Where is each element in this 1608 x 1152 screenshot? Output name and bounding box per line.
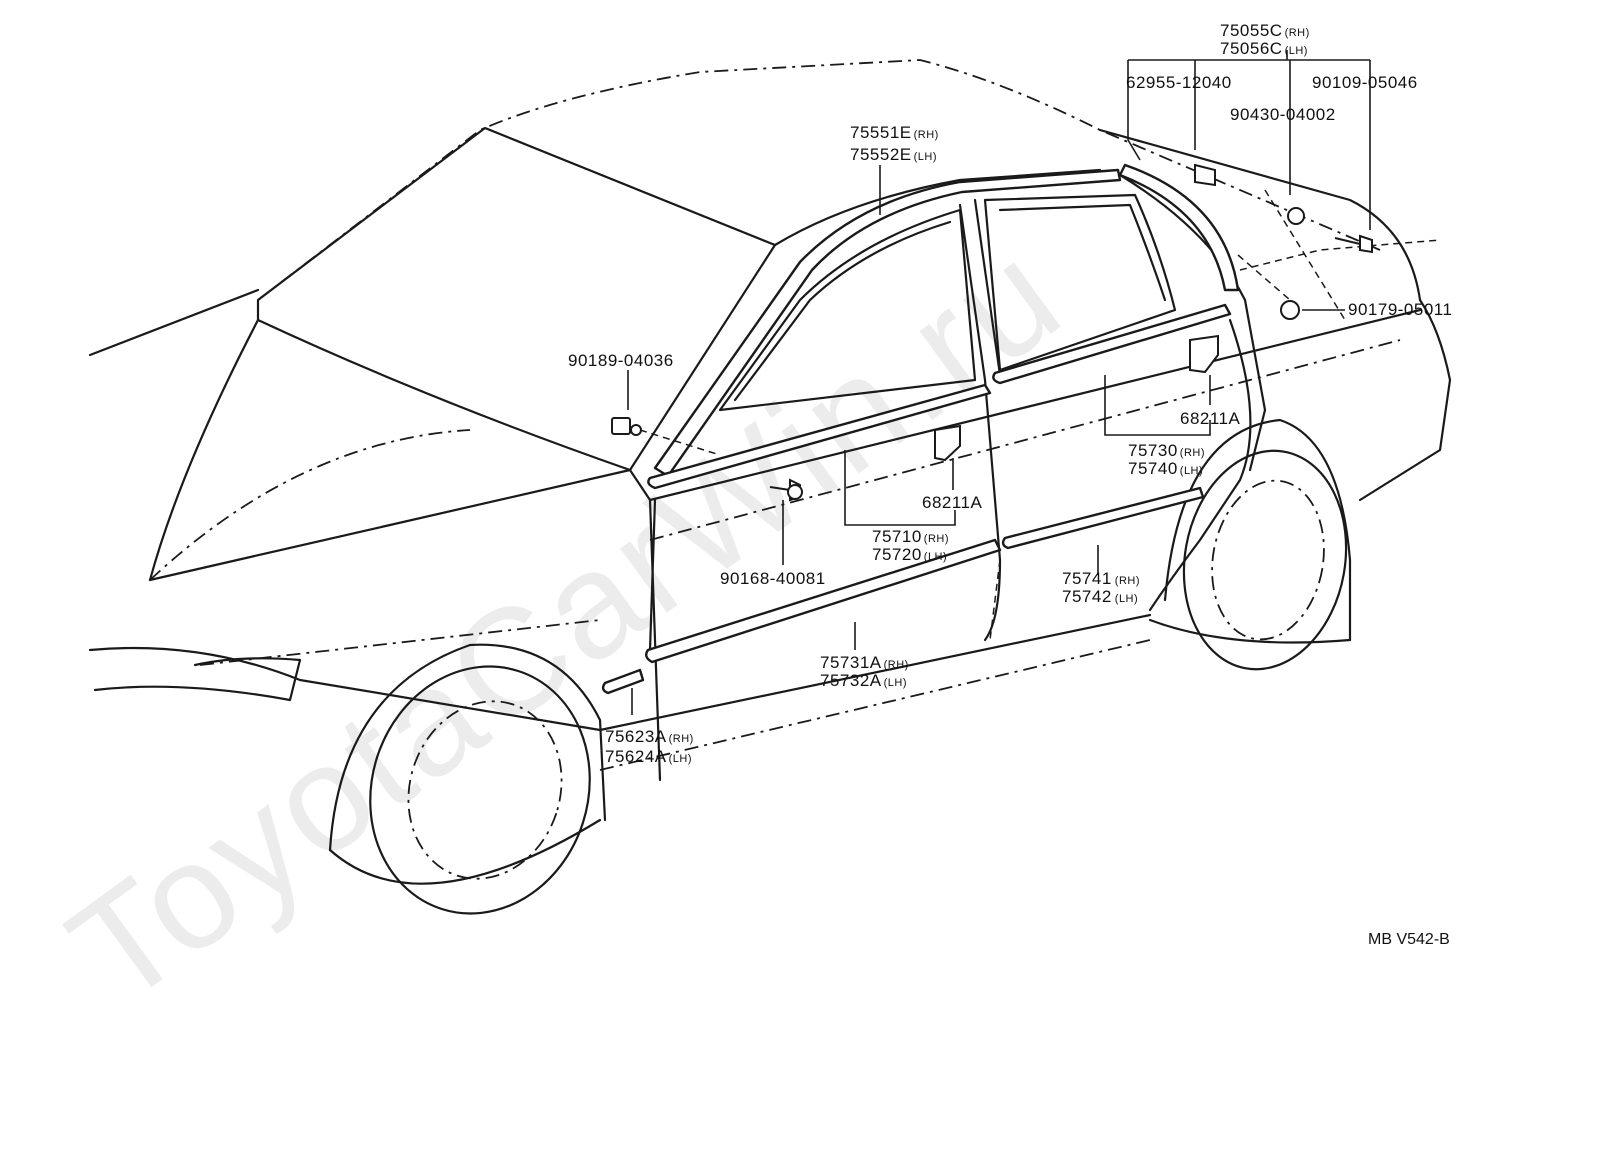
front-window [718, 208, 977, 412]
rear-door-side-molding [1001, 486, 1205, 550]
label-75552e: 75552E(LH) [850, 145, 937, 164]
clip-90189 [611, 417, 631, 435]
bolt-90109 [1334, 234, 1373, 254]
rear-door-belt-molding [992, 303, 1232, 385]
beltline [648, 308, 1422, 502]
hood-line [88, 288, 260, 357]
label-62955-12040: 62955-12040 [1126, 73, 1232, 92]
label-75741: 75741(RH) [1062, 569, 1140, 588]
screw-90168-head [787, 484, 803, 500]
label-90168-40081: 90168-40081 [720, 569, 826, 588]
fender-molding [601, 668, 645, 695]
leader-lines [627, 50, 1371, 715]
rear-window [983, 193, 1177, 372]
doors-and-windows [648, 193, 1252, 652]
door-seam [989, 559, 1001, 641]
label-68211a-front: 68211A [922, 493, 983, 512]
label-75731a: 75731A(RH) [820, 653, 909, 672]
label-90179-05011: 90179-05011 [1348, 300, 1452, 319]
headlamp [93, 657, 302, 702]
bumper-front [88, 646, 602, 732]
moldings [601, 163, 1240, 695]
label-90189-04036: 90189-04036 [568, 351, 674, 370]
label-75740: 75740(LH) [1128, 459, 1203, 478]
front-wheel [328, 643, 607, 915]
front-door-belt-molding [647, 383, 992, 490]
nut-90179 [1280, 300, 1300, 320]
clip-62955 [1194, 163, 1216, 187]
rear-pillar-garnish [1118, 163, 1240, 292]
label-68211a-rear: 68211A [1180, 409, 1241, 428]
trunk [1098, 128, 1422, 302]
clip-68211a-front [934, 424, 961, 462]
rear-wheel [1148, 418, 1352, 671]
label-75732a: 75732A(LH) [820, 671, 907, 690]
front-door-side-molding [645, 538, 1002, 664]
hood-lower [199, 619, 601, 666]
front-door-front [648, 498, 657, 652]
roof-side [773, 168, 1102, 247]
hood-front [148, 318, 260, 582]
label-90430-04002: 90430-04002 [1230, 105, 1336, 124]
grommet-90430 [1287, 207, 1305, 225]
watermark: ToyotaCarWin.ru [40, 208, 1091, 1036]
label-75730: 75730(RH) [1128, 441, 1205, 460]
rocker [598, 613, 1152, 732]
clip-68211a-rear [1189, 334, 1219, 374]
front-window-inner [733, 220, 952, 402]
label-75720: 75720(LH) [872, 545, 947, 564]
rocker-lower [599, 639, 1151, 771]
rear-window-inner [998, 203, 1167, 302]
label-75551e: 75551E(RH) [850, 123, 939, 142]
rear-bumper [1358, 298, 1452, 502]
roof-drip-molding [653, 168, 1122, 478]
label-75710: 75710(RH) [872, 527, 949, 546]
label-75624a: 75624A(LH) [605, 747, 692, 766]
label-75623a: 75623A(RH) [605, 727, 694, 746]
nut-90189-head [630, 424, 642, 436]
label-75055c: 75055C(RH) [1220, 21, 1310, 40]
trunk-seam [1239, 239, 1441, 271]
b-pillar-inner [973, 198, 1002, 377]
body-side-line [649, 339, 1401, 541]
roof-outline [257, 59, 1381, 301]
diagram-code: MB V542-B [1368, 931, 1450, 948]
label-75056c: 75056C(LH) [1220, 39, 1308, 58]
hood-side [148, 468, 632, 582]
hood-crease [149, 429, 471, 581]
small-parts [611, 163, 1373, 502]
part-labels: 75055C(RH) 75056C(LH) 62955-12040 90109-… [568, 21, 1452, 766]
label-75742: 75742(LH) [1062, 587, 1138, 606]
rear-quarter [1243, 298, 1267, 472]
car-body [88, 59, 1452, 782]
label-90109-05046: 90109-05046 [1312, 73, 1418, 92]
